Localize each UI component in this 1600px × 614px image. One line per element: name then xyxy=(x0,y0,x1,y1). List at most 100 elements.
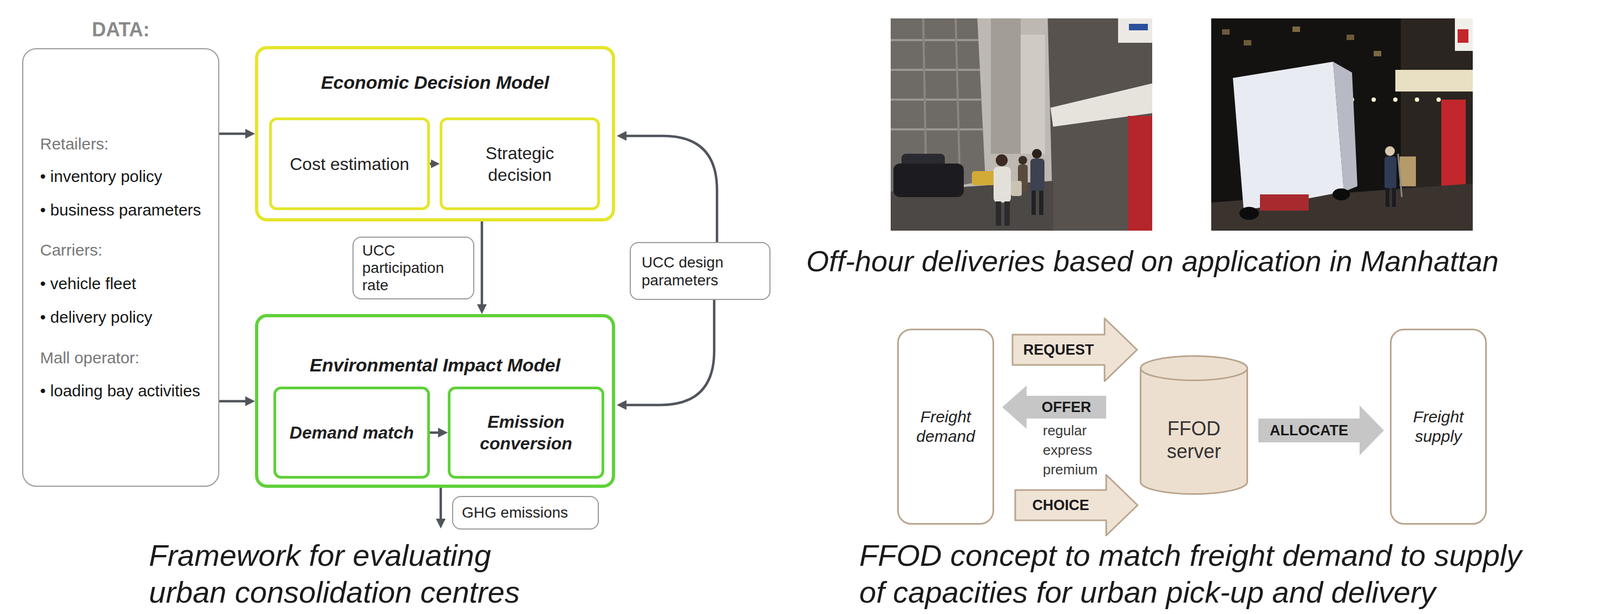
window xyxy=(1222,29,1230,35)
building xyxy=(1020,34,1046,154)
option-label: regular xyxy=(1042,421,1087,440)
person xyxy=(995,154,1008,167)
cylinder-rim xyxy=(1140,368,1248,381)
block-arrow-shape xyxy=(1258,405,1384,456)
scaffold xyxy=(890,98,982,101)
building xyxy=(990,18,1021,154)
model-box: Environmental Impact ModelDemand matchEm… xyxy=(255,314,616,488)
red-column xyxy=(1127,115,1153,231)
light xyxy=(1393,97,1398,102)
node-text: Mall operator: xyxy=(40,348,140,368)
person xyxy=(1385,146,1395,156)
wheel xyxy=(1239,206,1259,220)
lit-awning xyxy=(1395,69,1473,92)
arrow-head xyxy=(435,518,446,529)
scaffold xyxy=(955,18,960,187)
arrow-head xyxy=(477,304,487,315)
actor-box: Freight demand xyxy=(897,328,995,525)
arrow-label: CHOICE xyxy=(1032,496,1089,514)
window xyxy=(1346,34,1355,41)
block-arrow xyxy=(1012,318,1138,382)
light xyxy=(1436,97,1441,102)
node-text: • loading bay activities xyxy=(40,381,201,401)
output-arrow xyxy=(439,487,443,520)
edge-label: UCC participation rate xyxy=(352,236,475,300)
connector-line xyxy=(219,132,246,136)
block-arrow-shape xyxy=(1015,474,1138,536)
node-text: Carriers: xyxy=(40,240,103,260)
person xyxy=(1032,148,1042,159)
node-text: UCC design parameters xyxy=(641,253,759,290)
night-photo xyxy=(1211,18,1473,231)
connector xyxy=(429,427,448,438)
node-text: Strategic decision xyxy=(468,142,572,186)
bag xyxy=(1010,180,1022,197)
scaffold xyxy=(890,128,983,131)
node-text: Retailers: xyxy=(40,134,109,154)
hotel-sign xyxy=(1118,18,1153,43)
node-text: • business parameters xyxy=(40,200,201,220)
arrow-head xyxy=(430,159,440,169)
building xyxy=(1047,18,1153,231)
taxi xyxy=(971,171,997,186)
scaffold xyxy=(890,38,979,42)
boxes xyxy=(1399,156,1416,187)
arrow-head xyxy=(245,128,256,139)
person xyxy=(1039,190,1044,215)
window xyxy=(1373,50,1382,57)
option-label: premium xyxy=(1042,460,1098,479)
person xyxy=(1385,187,1390,207)
node-text: FFOD server xyxy=(1150,417,1238,463)
tail-lift xyxy=(1259,194,1309,211)
connector-line xyxy=(625,135,717,243)
process-box: Cost estimation xyxy=(269,117,430,211)
process-box: Strategic decision xyxy=(439,117,600,211)
connector xyxy=(616,131,717,243)
model-box: Economic Decision ModelCost estimationSt… xyxy=(255,46,616,222)
sign xyxy=(1457,29,1469,43)
truck xyxy=(1232,61,1344,211)
node-text: Cost estimation xyxy=(289,153,410,175)
block-arrow xyxy=(1258,405,1384,456)
node-text: Freight demand xyxy=(903,407,989,447)
arrow-head xyxy=(616,131,627,141)
light xyxy=(1371,97,1376,102)
person xyxy=(995,201,1002,226)
figure-caption: Framework for evaluating urban consolida… xyxy=(148,537,539,611)
connector-line xyxy=(429,431,439,435)
wheel xyxy=(1332,188,1350,201)
connector-line xyxy=(625,299,715,406)
street-photo xyxy=(890,18,1153,231)
connector xyxy=(616,299,715,410)
person xyxy=(993,166,1011,203)
photo-ground xyxy=(1211,18,1473,231)
output-label: GHG emissions xyxy=(452,495,599,530)
option-label: express xyxy=(1042,440,1093,460)
person xyxy=(1004,201,1010,226)
window xyxy=(1292,26,1301,32)
server-cylinder: FFOD server xyxy=(1139,355,1249,495)
person xyxy=(1384,156,1397,189)
figure-caption: FFOD concept to match freight demand to … xyxy=(859,537,1542,611)
window xyxy=(1243,40,1252,46)
block-arrow xyxy=(1015,474,1138,536)
parameter-box: UCC design parameters xyxy=(629,242,771,300)
arrow-label: ALLOCATE xyxy=(1269,421,1349,440)
photo-ground xyxy=(890,18,1153,231)
connector xyxy=(429,159,440,169)
figure-caption: Off-hour deliveries based on application… xyxy=(806,242,1499,280)
hotel-sign xyxy=(1128,23,1148,31)
person xyxy=(1031,190,1036,215)
arrow-head xyxy=(245,396,256,407)
sign xyxy=(1454,18,1473,51)
process-box: Demand match xyxy=(273,386,430,479)
light xyxy=(1414,97,1420,102)
hand-truck xyxy=(1398,153,1402,198)
car xyxy=(893,163,964,198)
arrow-label: REQUEST xyxy=(1023,341,1095,359)
cylinder-body xyxy=(1140,356,1248,495)
connector xyxy=(219,396,256,407)
